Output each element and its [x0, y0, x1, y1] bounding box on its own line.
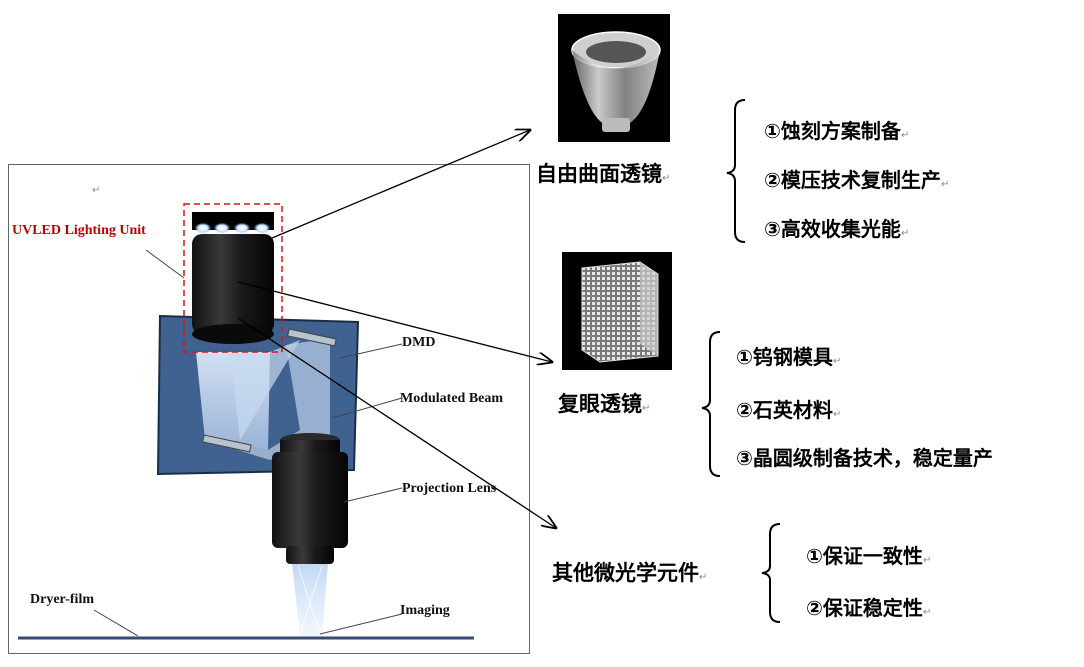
fly-eye-lens-photo: [562, 252, 672, 370]
dryer-film-label: Dryer-film: [30, 592, 94, 607]
branch-1-item: ③高效收集光能↵: [764, 217, 910, 241]
uvled-unit: [183, 203, 283, 353]
output-beam: [292, 564, 328, 636]
branch-title-fly-eye: 复眼透镜↵: [558, 392, 651, 416]
branch-title-freeform: 自由曲面透镜↵: [536, 162, 671, 186]
braces: [701, 99, 781, 623]
branch-2-item: ①钨钢模具↵: [736, 345, 842, 369]
paragraph-mark: ↵: [92, 185, 101, 196]
dmd-mirror: [287, 328, 337, 347]
branch-1-item: ①蚀刻方案制备↵: [764, 119, 910, 143]
freeform-lens-photo: [558, 14, 670, 142]
branch-1-item: ②模压技术复制生产↵: [764, 168, 950, 192]
modulated-beam-label: Modulated Beam: [400, 391, 504, 406]
dmd-label: DMD: [402, 335, 436, 350]
fold-mirror: [202, 434, 252, 453]
imaging-label: Imaging: [400, 603, 450, 618]
branch-arrows: [237, 130, 556, 528]
branch-3-item: ②保证稳定性↵: [806, 596, 932, 620]
projection-lens-label: Projection Lens: [402, 481, 497, 496]
branch-3-item: ①保证一致性↵: [806, 544, 932, 568]
branch-title-other: 其他微光学元件↵: [552, 561, 708, 585]
uvled-label: UVLED Lighting Unit: [12, 223, 146, 238]
branch-2-item: ②石英材料↵: [736, 398, 842, 422]
leader-lines: [93, 249, 403, 637]
projection-lens: [272, 433, 348, 564]
branch-2-item: ③晶圆级制备技术，稳定量产: [736, 446, 993, 470]
